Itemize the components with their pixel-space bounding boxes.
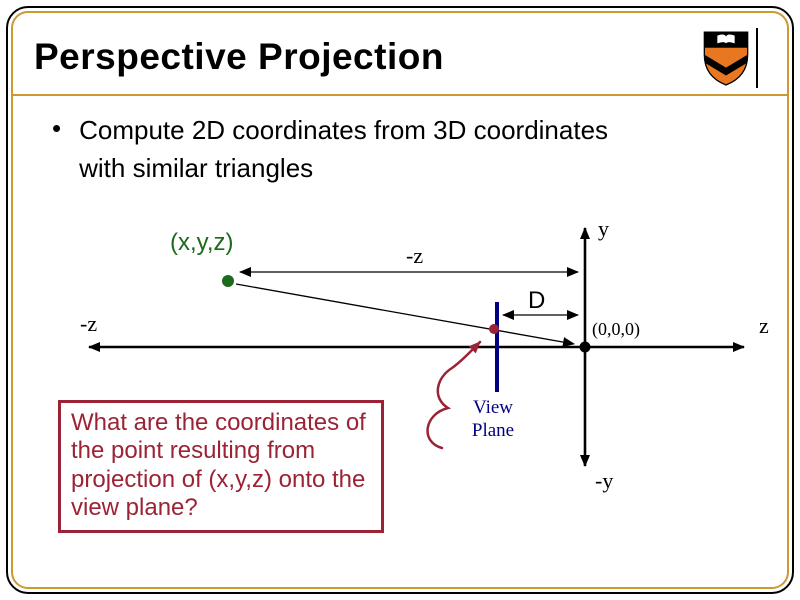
title-divider: [11, 94, 789, 96]
open-book-icon: [717, 34, 735, 44]
question-text: What are the coordinates of the point re…: [71, 409, 366, 521]
axis-z-label: z: [759, 313, 769, 338]
view-plane-label-line1: View: [472, 397, 513, 418]
origin-dot: [579, 341, 591, 353]
axis-neg-y-label: -y: [595, 468, 614, 493]
princeton-shield-logo: [703, 31, 749, 86]
axis-neg-z-label: -z: [80, 311, 98, 336]
point-3d-dot: [222, 275, 234, 287]
view-plane-label: View Plane: [458, 397, 528, 443]
logo-divider-line: [756, 28, 758, 88]
projection-ray: [235, 283, 575, 348]
origin-label: (0,0,0): [592, 319, 640, 339]
bullet-item: • Compute 2D coordinates from 3D coordin…: [52, 112, 672, 187]
slide-outer-border: [6, 6, 794, 594]
bullet-text: Compute 2D coordinates from 3D coordinat…: [79, 115, 609, 183]
shield-outline: [703, 31, 749, 86]
shield-chevron: [704, 54, 748, 76]
distance-d-label: D: [528, 287, 546, 314]
bullet-marker: •: [52, 113, 62, 143]
distance-z-label: -z: [406, 243, 424, 268]
view-plane-label-line2: Plane: [471, 419, 515, 441]
projected-point-dot: [489, 324, 499, 334]
question-box: What are the coordinates of the point re…: [58, 400, 384, 534]
slide-inner-border: [11, 11, 789, 589]
point-label: (x,y,z): [170, 229, 234, 256]
axis-y-label: y: [598, 216, 609, 241]
callout-arrow: [426, 340, 482, 450]
page-title: Perspective Projection: [34, 36, 444, 77]
